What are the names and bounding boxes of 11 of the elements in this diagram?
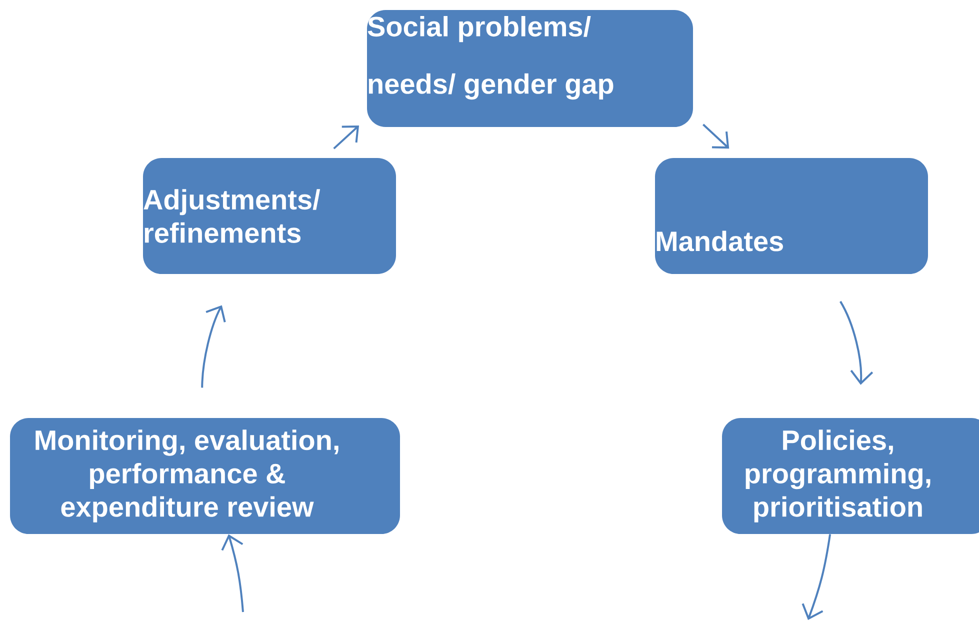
arrow [802, 534, 832, 620]
process-box: Mandates [655, 158, 928, 274]
process-box: Monitoring, evaluation, performance & expenditure review [10, 418, 400, 534]
arrow [333, 125, 360, 150]
arrow [221, 534, 244, 612]
process-box: Social problems/ needs/ gender gap [367, 10, 693, 127]
process-box: Adjustments/ refinements [143, 158, 396, 274]
arrow [702, 124, 730, 149]
arrow [201, 305, 226, 388]
arrow [840, 300, 874, 385]
process-box: Policies, programming, prioritisation [722, 418, 979, 534]
